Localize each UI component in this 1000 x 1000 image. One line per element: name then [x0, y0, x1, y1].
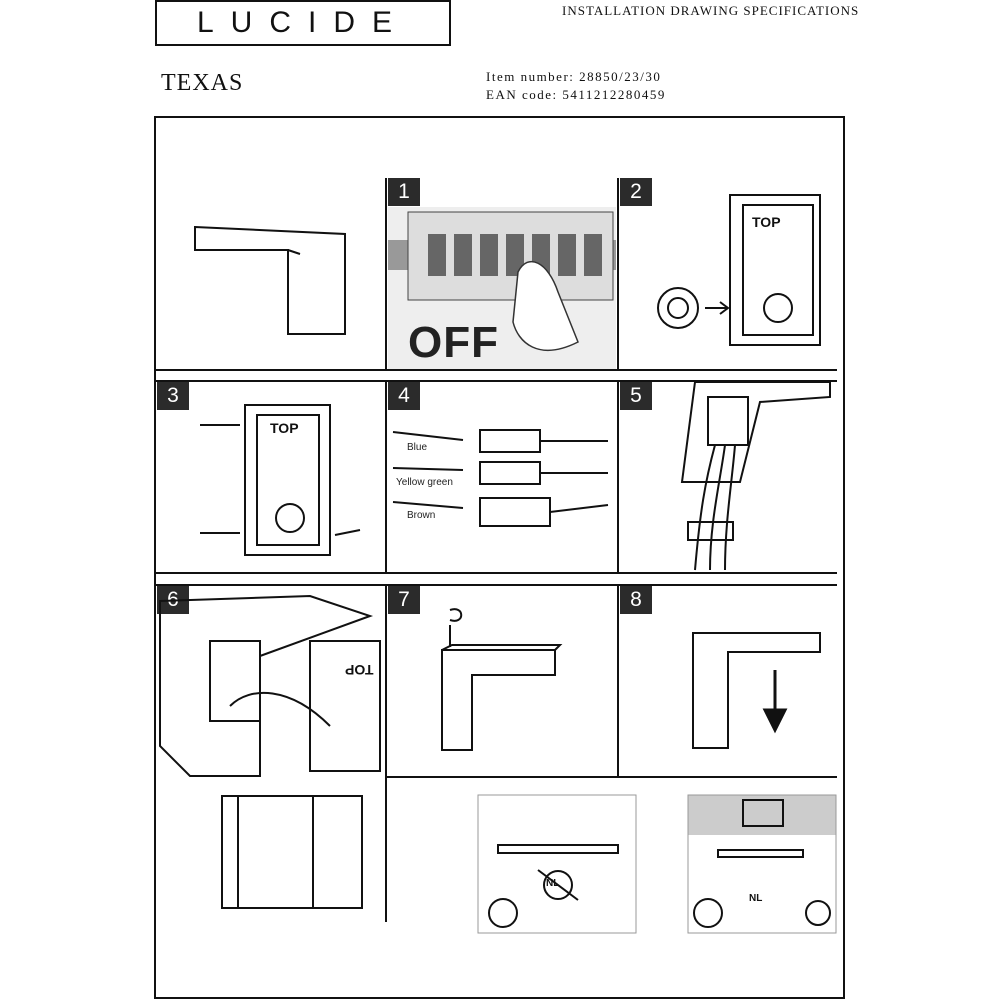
step-badge-7: 7: [388, 586, 420, 614]
brand-logo-text: LUCIDE: [196, 6, 410, 39]
grid-col-b-r2: [617, 380, 619, 573]
breaker-panel-illustration: [388, 211, 616, 352]
fixture-screw-illustration: [441, 608, 563, 751]
lamp-final-illustration: [692, 632, 821, 749]
step-badge-2: 2: [620, 178, 652, 206]
brand-logo: LUCIDE: [155, 0, 451, 46]
wire-label-yellow-green: Yellow green: [396, 477, 453, 488]
step-badge-8: 8: [620, 586, 652, 614]
grid-line-row3-top: [155, 584, 837, 586]
wire-label-brown: Brown: [407, 510, 436, 521]
product-meta: Item number: 28850/23/30 EAN code: 54112…: [486, 68, 666, 104]
grid-col-a-r2: [385, 380, 387, 573]
wire-label-blue: Blue: [407, 442, 428, 453]
step-badge-5: 5: [620, 382, 652, 410]
document-title: INSTALLATION DRAWING SPECIFICATIONS: [562, 3, 860, 18]
grid-col-b-r1: [617, 178, 619, 370]
product-name: TEXAS: [161, 70, 244, 96]
lamp-overview-illustration: [194, 225, 346, 335]
nl-label-left: NL: [546, 878, 560, 889]
box-fixing-illustration: [200, 404, 361, 556]
step-badge-4: 4: [388, 382, 420, 410]
grid-col-b-r3: [617, 584, 619, 777]
switch-off-label: OFF: [408, 318, 499, 367]
grid-line-row3-bottom: [387, 776, 837, 778]
nl-label-right: NL: [749, 893, 763, 904]
ean-code: EAN code: 5411212280459: [486, 87, 666, 102]
top-marking-2: TOP: [752, 214, 781, 230]
grid-line-row2-bottom: [155, 572, 837, 574]
ceiling-mount-diagram-left: [477, 794, 637, 934]
grid-col-a-r3: [385, 584, 387, 922]
wiring-terminal-illustration: [392, 429, 609, 527]
item-number: Item number: 28850/23/30: [486, 69, 662, 84]
ceiling-mount-diagram-right: [687, 794, 837, 934]
step-badge-1: 1: [388, 178, 420, 206]
top-marking-3: TOP: [270, 420, 299, 436]
grid-line-row2-top: [155, 380, 837, 382]
top-marking-6: TOP: [345, 662, 374, 678]
grid-line-row1: [155, 369, 837, 371]
mounting-box-illustration: [657, 194, 821, 346]
grid-col-a-r1: [385, 178, 387, 370]
instruction-frame: [154, 116, 845, 999]
fixture-wiring-illustration: [680, 381, 831, 571]
step-badge-3: 3: [157, 382, 189, 410]
connection-illustration: [159, 594, 381, 909]
